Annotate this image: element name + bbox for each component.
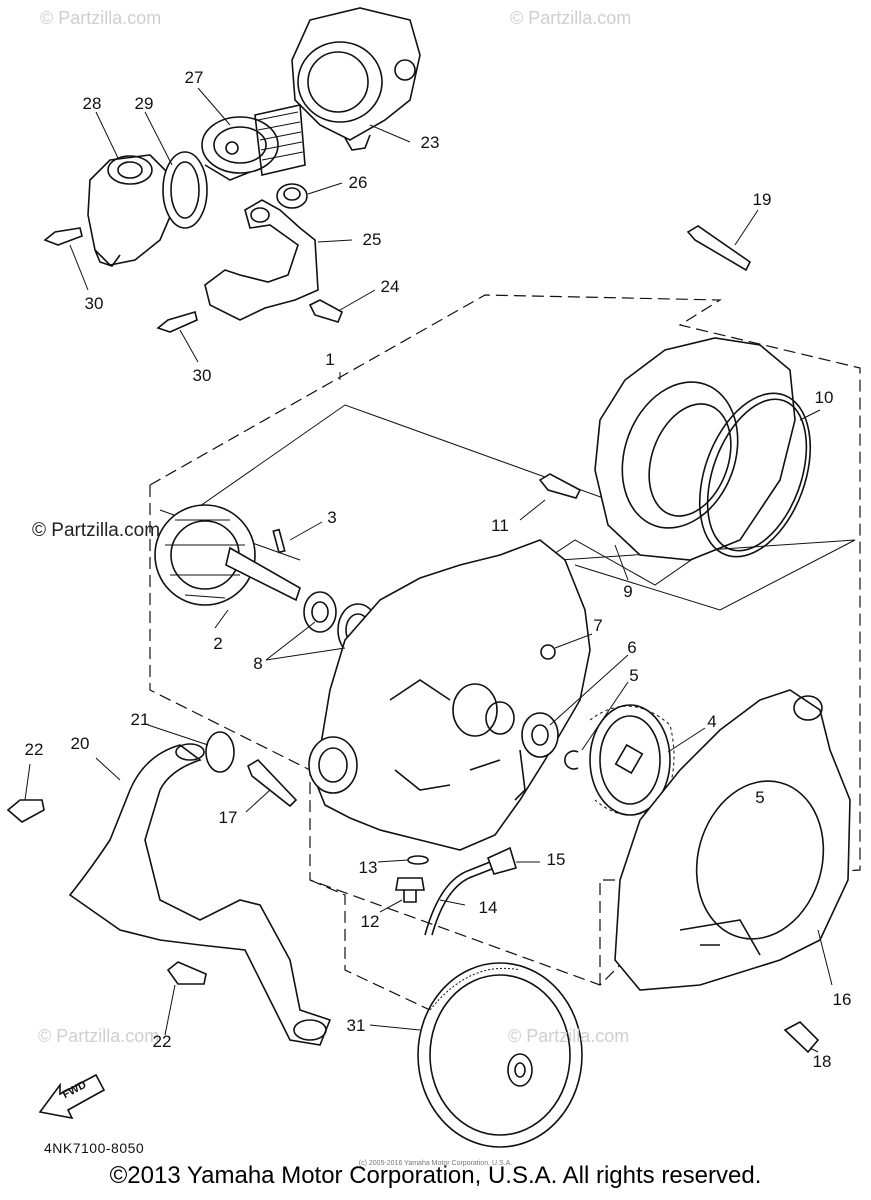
callout-23: 23 xyxy=(420,133,440,152)
drain-fittings xyxy=(395,846,518,936)
callout-3: 3 xyxy=(327,508,337,527)
callout-9: 9 xyxy=(623,582,633,601)
callout-29: 29 xyxy=(134,94,154,113)
watermark-bottom-left: © Partzilla.com xyxy=(38,1026,160,1046)
callout-14: 14 xyxy=(478,898,498,917)
callout-1: 1 xyxy=(325,350,335,369)
callout-27: 27 xyxy=(184,68,204,87)
o-ring xyxy=(205,731,235,773)
diagram-code: 4NK7100-8050 xyxy=(44,1140,145,1156)
tiny-credit: (c) 2005-2016 Yamaha Motor Corporation, … xyxy=(358,1160,513,1167)
callout-12: 12 xyxy=(360,912,380,931)
callout-2: 2 xyxy=(213,634,223,653)
watermark-mid-left: © Partzilla.com xyxy=(32,520,161,541)
water-pipe xyxy=(68,743,332,1046)
callout-24: 24 xyxy=(380,277,400,296)
callout-15: 15 xyxy=(546,850,566,869)
impeller xyxy=(154,504,301,606)
pump-cover xyxy=(594,337,796,561)
callout-21: 21 xyxy=(130,710,150,729)
thermostat xyxy=(201,104,306,181)
callout-26: 26 xyxy=(348,173,368,192)
rear-gasket-plate xyxy=(614,689,851,991)
callout-25: 25 xyxy=(362,230,382,249)
callout-22b: 22 xyxy=(152,1032,172,1051)
callout-20: 20 xyxy=(70,734,90,753)
callout-19: 19 xyxy=(752,190,772,209)
thermostat-housing xyxy=(291,7,421,151)
callout-18: 18 xyxy=(812,1052,832,1071)
grommet xyxy=(276,183,308,209)
thermostat-bracket xyxy=(204,199,319,321)
callout-17: 17 xyxy=(218,808,238,827)
callout-8: 8 xyxy=(253,654,263,673)
callout-6: 6 xyxy=(627,638,637,657)
callout-5: 5 xyxy=(629,666,639,685)
callout-30: 30 xyxy=(84,294,104,313)
drive-gear xyxy=(589,704,675,816)
watermark-bottom-right: © Partzilla.com xyxy=(508,1026,630,1046)
water-pump-housing xyxy=(308,539,591,851)
callout-31: 31 xyxy=(346,1016,366,1035)
callout-7: 7 xyxy=(593,616,603,635)
thermostat-cover xyxy=(87,151,208,267)
watermark-top-left: © Partzilla.com xyxy=(40,8,162,28)
callout-11: 11 xyxy=(491,516,509,535)
callout-28: 28 xyxy=(82,94,102,113)
callout-30b: 30 xyxy=(192,366,212,385)
driven-gear xyxy=(417,962,583,1148)
callout-4: 4 xyxy=(707,712,717,731)
watermark-top-right: © Partzilla.com xyxy=(510,8,632,28)
callout-13: 13 xyxy=(358,858,378,877)
bolts xyxy=(6,225,820,1054)
fwd-arrow-icon xyxy=(38,1073,106,1120)
callout-5b: 5 xyxy=(755,788,765,807)
copyright-footer: ©2013 Yamaha Motor Corporation, U.S.A. A… xyxy=(109,1162,762,1189)
callout-16: 16 xyxy=(832,990,852,1009)
callout-10: 10 xyxy=(814,388,834,407)
cover-gasket xyxy=(698,392,812,558)
callout-22: 22 xyxy=(24,740,44,759)
leader-lines xyxy=(24,87,833,1053)
